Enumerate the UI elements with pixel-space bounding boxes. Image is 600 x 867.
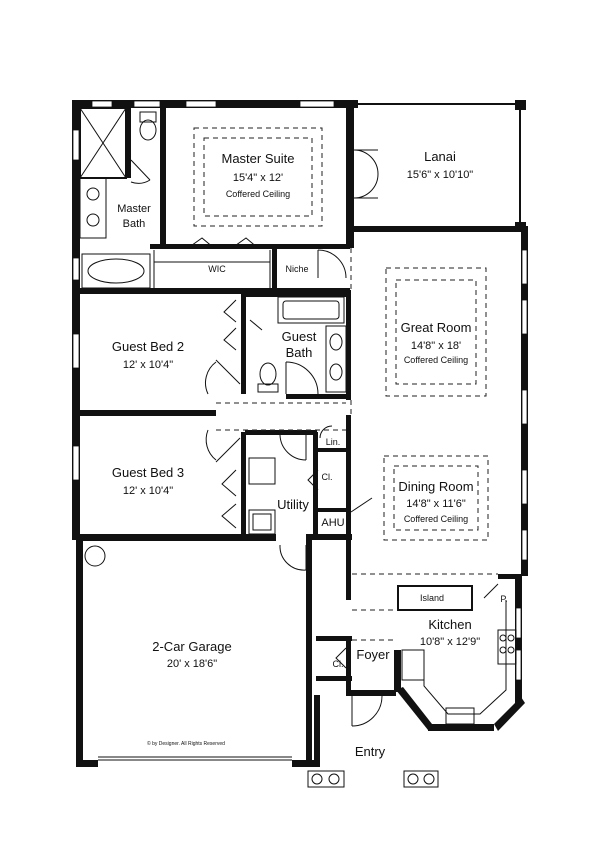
dashed-lines bbox=[193, 127, 498, 641]
dining-room-dim: 14'8" x 11'6" bbox=[406, 498, 466, 510]
labels: Master Suite 15'4" x 12' Coffered Ceilin… bbox=[112, 149, 508, 759]
guest-bath-label-1: Guest bbox=[282, 329, 317, 344]
guest-bath-label-2: Bath bbox=[286, 345, 313, 360]
kitchen-label: Kitchen bbox=[428, 617, 471, 632]
garage-dim: 20' x 18'6" bbox=[167, 658, 217, 670]
kitchen-dim: 10'8" x 12'9" bbox=[420, 636, 480, 648]
lanai-label: Lanai bbox=[424, 149, 456, 164]
interior-walls bbox=[76, 108, 522, 765]
island-label: Island bbox=[420, 593, 444, 603]
wic-label: WIC bbox=[208, 264, 226, 274]
master-suite-note: Coffered Ceiling bbox=[226, 189, 290, 199]
lin-label: Lin. bbox=[326, 437, 341, 447]
lanai-dim: 15'6" x 10'10" bbox=[407, 169, 474, 181]
sliding-door bbox=[370, 227, 510, 232]
cl-utility-label: Cl. bbox=[322, 472, 333, 482]
garage-label: 2-Car Garage bbox=[152, 639, 231, 654]
master-bath-label-1: Master bbox=[117, 203, 151, 215]
great-room-note: Coffered Ceiling bbox=[404, 355, 468, 365]
foyer-label: Foyer bbox=[356, 647, 390, 662]
doors bbox=[130, 149, 499, 727]
windows bbox=[72, 100, 528, 681]
pantry-label: P. bbox=[500, 594, 507, 604]
niche-label: Niche bbox=[285, 264, 308, 274]
fixtures bbox=[79, 107, 517, 788]
guest-bed-2-dim: 12' x 10'4" bbox=[123, 359, 173, 371]
lanai-posts bbox=[515, 100, 526, 232]
utility-label: Utility bbox=[277, 497, 309, 512]
master-suite-label: Master Suite bbox=[222, 151, 295, 166]
guest-bed-2-label: Guest Bed 2 bbox=[112, 339, 184, 354]
great-room-dim: 14'8" x 18' bbox=[411, 340, 461, 352]
entry-label: Entry bbox=[355, 744, 386, 759]
guest-bed-3-label: Guest Bed 3 bbox=[112, 465, 184, 480]
dining-room-label: Dining Room bbox=[398, 479, 473, 494]
master-suite-dim: 15'4" x 12' bbox=[233, 172, 283, 184]
copyright-text: © by Designer. All Rights Reserved bbox=[147, 740, 225, 747]
ahu-label: AHU bbox=[321, 517, 344, 529]
great-room-label: Great Room bbox=[401, 320, 472, 335]
guest-bed-3-dim: 12' x 10'4" bbox=[123, 485, 173, 497]
cl-foyer-label: Cl. bbox=[333, 659, 344, 669]
dining-room-note: Coffered Ceiling bbox=[404, 514, 468, 524]
master-bath-label-2: Bath bbox=[123, 218, 146, 230]
